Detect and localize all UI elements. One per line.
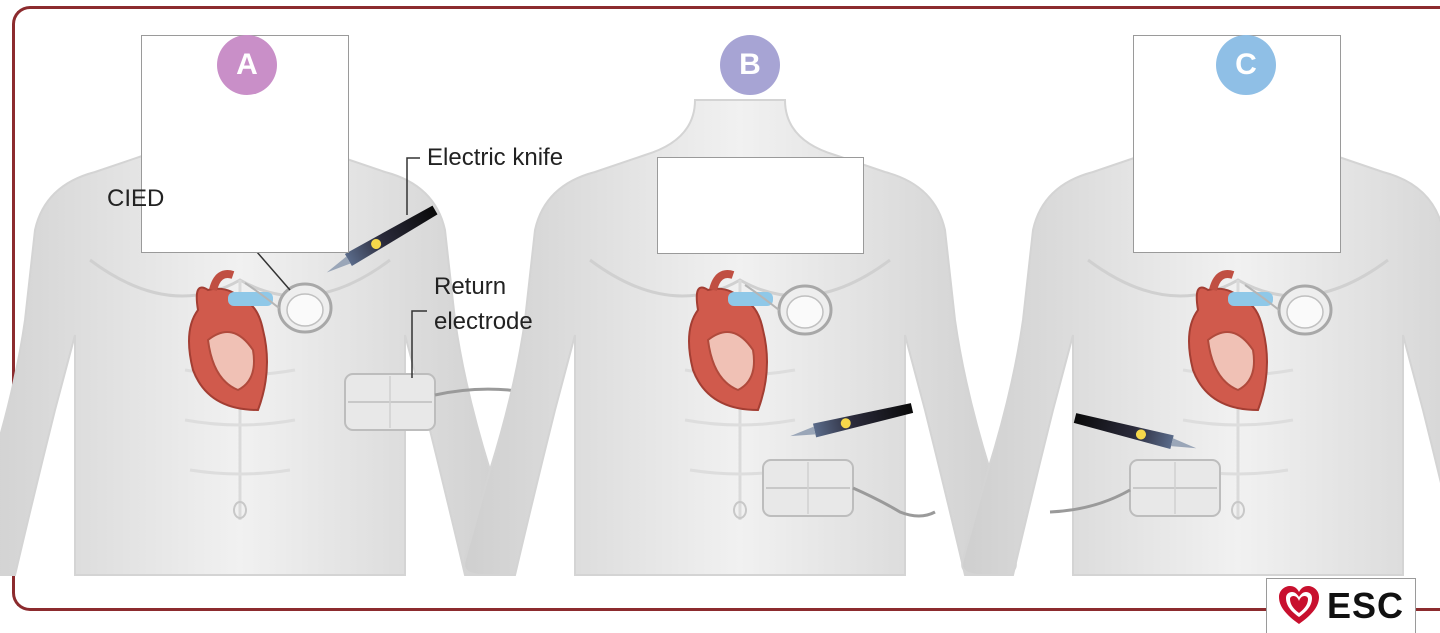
label-electric-knife: Electric knife: [427, 141, 563, 175]
panel-badge-b: B: [720, 35, 780, 95]
blank-box-b: [657, 157, 864, 254]
esc-logo-text: ESC: [1327, 585, 1404, 627]
panel-badge-c: C: [1216, 35, 1276, 95]
return-electrode-a: [345, 374, 435, 430]
return-electrode-c: [1130, 460, 1220, 516]
label-return-electrode-line1: Return: [434, 270, 506, 304]
label-return-electrode-line2: electrode: [434, 305, 533, 339]
panel-badge-a: A: [217, 35, 277, 95]
heart-logo-icon: [1277, 584, 1321, 628]
return-electrode-b: [763, 460, 853, 516]
label-cied: CIED: [107, 182, 164, 216]
esc-logo: ESC: [1266, 578, 1416, 633]
